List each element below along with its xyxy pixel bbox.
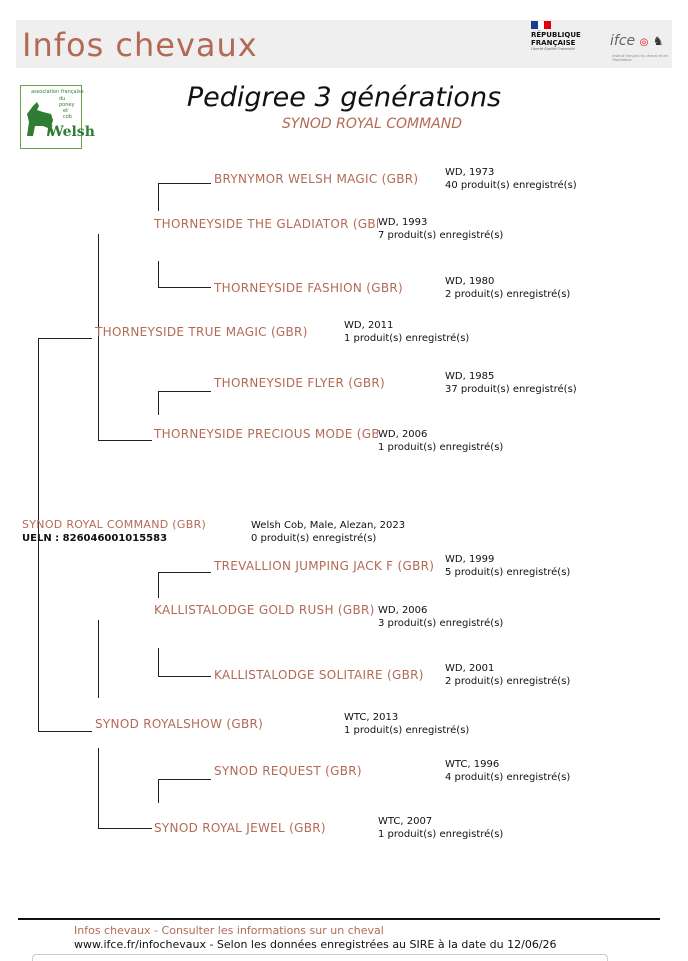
horse-info-trevallion: WD, 1999 5 produit(s) enregistré(s) bbox=[445, 553, 570, 579]
connector-to-fashion bbox=[158, 287, 211, 288]
horse-name-thorneyside-the-gladiator[interactable]: THORNEYSIDE THE GLADIATOR (GBR) bbox=[154, 217, 378, 231]
horse-info-line1: WTC, 2013 bbox=[344, 712, 399, 723]
horse-name-synod-royal-jewel[interactable]: SYNOD ROYAL JEWEL (GBR) bbox=[154, 821, 326, 835]
connector-to-request bbox=[158, 779, 211, 780]
horse-info-royal-jewel: WTC, 2007 1 produit(s) enregistré(s) bbox=[378, 815, 503, 841]
horse-name-kallistalodge-solitaire[interactable]: KALLISTALODGE SOLITAIRE (GBR) bbox=[214, 668, 424, 682]
horse-icon bbox=[27, 102, 53, 136]
logo-line1: association française bbox=[31, 89, 84, 95]
page-title: Pedigree 3 générations bbox=[186, 82, 502, 113]
connector-to-sire bbox=[38, 338, 92, 339]
horse-info-line2: 0 produit(s) enregistré(s) bbox=[251, 533, 377, 544]
republic-line1: RÉPUBLIQUE bbox=[531, 31, 581, 39]
horse-info-line2: 5 produit(s) enregistré(s) bbox=[445, 567, 571, 578]
connector-gen1-vertical bbox=[38, 338, 39, 732]
horse-name-thorneyside-flyer[interactable]: THORNEYSIDE FLYER (GBR) bbox=[214, 376, 386, 390]
horse-info-flyer: WD, 1985 37 produit(s) enregistré(s) bbox=[445, 370, 577, 396]
horse-info-line1: WTC, 2007 bbox=[378, 816, 433, 827]
connector-jewel-up bbox=[158, 779, 159, 803]
connector-to-trevallion bbox=[158, 572, 211, 573]
association-logo: association française du poney et cob We… bbox=[20, 85, 95, 149]
connector-goldrush-up bbox=[158, 572, 159, 598]
connector-sire-vertical bbox=[98, 234, 99, 440]
footer-divider bbox=[18, 918, 660, 920]
horse-info-fashion: WD, 1980 2 produit(s) enregistré(s) bbox=[445, 275, 570, 301]
logo-line5: cob bbox=[63, 114, 72, 120]
connector-to-dam-dam bbox=[98, 828, 152, 829]
horse-name-thorneyside-true-magic[interactable]: THORNEYSIDE TRUE MAGIC (GBR) bbox=[95, 325, 308, 339]
horse-info-brynymor: WD, 1973 40 produit(s) enregistré(s) bbox=[445, 166, 577, 192]
republic-motto: Liberté Égalité Fraternité bbox=[531, 47, 575, 51]
horse-info-line1: WD, 1999 bbox=[445, 554, 495, 565]
horse-info-line1: WD, 2001 bbox=[445, 663, 495, 674]
horse-name-synod-request[interactable]: SYNOD REQUEST (GBR) bbox=[214, 764, 362, 778]
horse-info-line2: 1 produit(s) enregistré(s) bbox=[344, 333, 470, 344]
horse-info-line1: WD, 2006 bbox=[378, 429, 428, 440]
horse-info-line1: WD, 2006 bbox=[378, 605, 428, 616]
horse-name-kallistalodge-gold-rush[interactable]: KALLISTALODGE GOLD RUSH (GBR) bbox=[154, 603, 375, 617]
horse-name-thorneyside-fashion[interactable]: THORNEYSIDE FASHION (GBR) bbox=[214, 281, 403, 295]
horse-info-line2: 37 produit(s) enregistré(s) bbox=[445, 384, 577, 395]
ifce-logo: ifce ◎ ♞ bbox=[610, 33, 664, 49]
horse-info-line1: WD, 1973 bbox=[445, 167, 495, 178]
horse-info-request: WTC, 1996 4 produit(s) enregistré(s) bbox=[445, 758, 570, 784]
footer-line1: Infos chevaux - Consulter les informatio… bbox=[74, 924, 384, 937]
horse-info-gold-rush: WD, 2006 3 produit(s) enregistré(s) bbox=[378, 604, 503, 630]
connector-gladiator-down bbox=[158, 261, 159, 287]
connector-gladiator-up bbox=[158, 183, 159, 211]
horse-info-line2: 2 produit(s) enregistré(s) bbox=[445, 289, 571, 300]
horse-info-royalshow: WTC, 2013 1 produit(s) enregistré(s) bbox=[344, 711, 469, 737]
horse-info-line2: 2 produit(s) enregistré(s) bbox=[445, 676, 571, 687]
horse-info-line1: WD, 1980 bbox=[445, 276, 495, 287]
connector-to-brynymor bbox=[158, 183, 211, 184]
horse-info-line2: 7 produit(s) enregistré(s) bbox=[378, 230, 504, 241]
subject-horse-info: Welsh Cob, Male, Alezan, 2023 0 produit(… bbox=[251, 519, 405, 545]
horse-info-line2: 3 produit(s) enregistré(s) bbox=[378, 618, 504, 629]
logo-line2: du bbox=[59, 96, 66, 102]
ifce-subtitle: institut français du cheval et de l'équi… bbox=[612, 54, 668, 62]
logo-line4: et bbox=[63, 108, 69, 114]
ifce-logo-text: ifce bbox=[610, 33, 636, 49]
connector-to-flyer bbox=[158, 391, 211, 392]
horse-info-line1: WD, 1993 bbox=[378, 217, 428, 228]
horse-name-thorneyside-precious-mode[interactable]: THORNEYSIDE PRECIOUS MODE (GBR) bbox=[154, 427, 378, 441]
horse-name-trevallion-jumping-jack[interactable]: TREVALLION JUMPING JACK F (GBR) bbox=[214, 559, 435, 573]
horse-info-line1: WD, 1985 bbox=[445, 371, 495, 382]
connector-to-solitaire bbox=[158, 676, 211, 677]
horse-info-line1: WD, 2011 bbox=[344, 320, 394, 331]
horse-info-solitaire: WD, 2001 2 produit(s) enregistré(s) bbox=[445, 662, 570, 688]
page-subject: SYNOD ROYAL COMMAND bbox=[282, 116, 462, 132]
french-flag-icon bbox=[531, 21, 552, 29]
ifce-mark-icon: ◎ bbox=[639, 37, 649, 48]
horse-info-line2: 1 produit(s) enregistré(s) bbox=[378, 442, 504, 453]
footer-line2[interactable]: www.ifce.fr/infochevaux - Selon les donn… bbox=[74, 938, 557, 951]
horse-name-synod-royalshow[interactable]: SYNOD ROYALSHOW (GBR) bbox=[95, 717, 264, 731]
connector-dam-vertical-bottom bbox=[98, 748, 99, 828]
horse-info-precious-mode: WD, 2006 1 produit(s) enregistré(s) bbox=[378, 428, 503, 454]
logo-line3: poney bbox=[59, 102, 75, 108]
subject-horse-name[interactable]: SYNOD ROYAL COMMAND (GBR) bbox=[22, 518, 207, 531]
connector-goldrush-down bbox=[158, 648, 159, 676]
site-title[interactable]: Infos chevaux bbox=[22, 26, 258, 64]
horse-info-line1: Welsh Cob, Male, Alezan, 2023 bbox=[251, 520, 406, 531]
horse-info-line2: 1 produit(s) enregistré(s) bbox=[344, 725, 470, 736]
republic-line2: FRANÇAISE bbox=[531, 39, 576, 47]
horse-name-brynymor-welsh-magic[interactable]: BRYNYMOR WELSH MAGIC (GBR) bbox=[214, 172, 419, 186]
bottom-panel-edge bbox=[32, 954, 608, 961]
subject-horse-ueln: UELN : 826046001015583 bbox=[22, 533, 168, 544]
horse-info-gladiator: WD, 1993 7 produit(s) enregistré(s) bbox=[378, 216, 503, 242]
connector-dam-vertical-top bbox=[98, 620, 99, 698]
horse-info-line2: 4 produit(s) enregistré(s) bbox=[445, 772, 571, 783]
horse-info-line1: WTC, 1996 bbox=[445, 759, 500, 770]
connector-to-sire-dam bbox=[98, 440, 152, 441]
logo-brand: Welsh bbox=[48, 124, 95, 140]
horse-info-true-magic: WD, 2011 1 produit(s) enregistré(s) bbox=[344, 319, 469, 345]
connector-to-dam bbox=[38, 731, 92, 732]
connector-precious-up bbox=[158, 391, 159, 415]
rider-icon: ♞ bbox=[652, 34, 664, 48]
horse-info-line2: 1 produit(s) enregistré(s) bbox=[378, 829, 504, 840]
header-bar bbox=[16, 20, 672, 68]
horse-info-line2: 40 produit(s) enregistré(s) bbox=[445, 180, 577, 191]
republique-francaise-logo: RÉPUBLIQUE FRANÇAISE Liberté Égalité Fra… bbox=[531, 21, 595, 51]
